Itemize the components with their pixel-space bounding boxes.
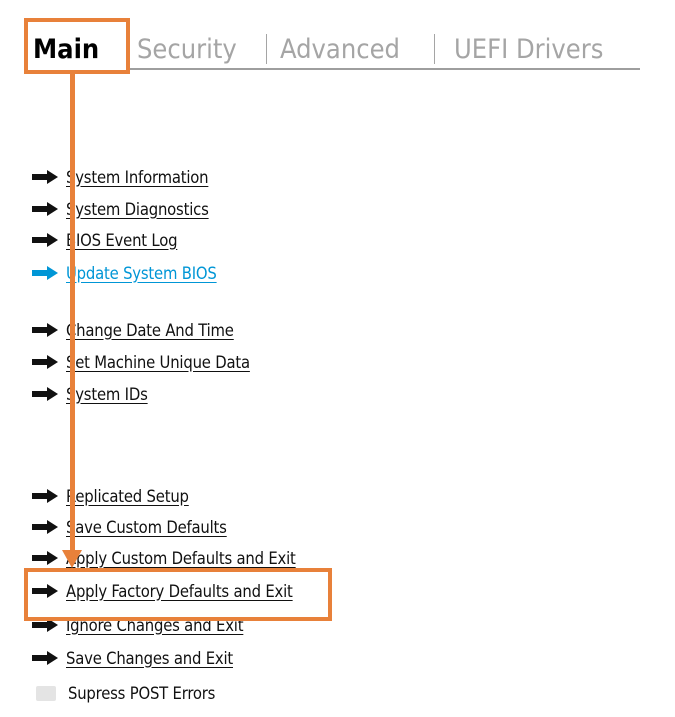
menu-item-system-diagnostics[interactable]: System Diagnostics [32, 198, 209, 220]
arrow-right-icon [32, 387, 58, 401]
arrow-right-icon [32, 520, 58, 534]
menu-item-label: Update System BIOS [66, 263, 217, 283]
annotation-connector-line [70, 70, 75, 552]
arrow-right-icon [32, 584, 58, 598]
arrow-right-icon [32, 323, 58, 337]
arrow-right-icon [32, 618, 58, 632]
menu-item-replicated-setup[interactable]: Replicated Setup [32, 485, 189, 507]
tab-separator [266, 34, 267, 64]
tab-advanced[interactable]: Advanced [280, 34, 400, 65]
menu-item-label: Change Date And Time [66, 320, 234, 340]
menu-item-label: Save Changes and Exit [66, 648, 233, 668]
supress-post-errors-row[interactable]: Supress POST Errors [36, 684, 215, 703]
menu-item-save-changes-and-exit[interactable]: Save Changes and Exit [32, 647, 233, 669]
arrow-right-icon [32, 551, 58, 565]
arrow-right-icon [32, 233, 58, 247]
menu-item-system-ids[interactable]: System IDs [32, 383, 148, 405]
tab-security[interactable]: Security [137, 34, 237, 65]
menu-item-label: System Information [66, 167, 209, 187]
tab-main[interactable]: Main [33, 34, 100, 65]
supress-post-errors-checkbox[interactable] [36, 686, 56, 701]
tab-bar: Main Security Advanced UEFI Drivers [0, 0, 675, 80]
arrow-right-icon [32, 651, 58, 665]
menu-item-label: Replicated Setup [66, 486, 189, 506]
menu-item-label: Set Machine Unique Data [66, 352, 250, 372]
menu-item-label: Apply Custom Defaults and Exit [66, 548, 296, 568]
tab-separator [434, 34, 435, 64]
menu-item-set-machine-unique-data[interactable]: Set Machine Unique Data [32, 351, 250, 373]
tab-uefi-drivers[interactable]: UEFI Drivers [454, 34, 604, 65]
menu-item-label: Ignore Changes and Exit [66, 615, 244, 635]
menu-item-label: BIOS Event Log [66, 230, 178, 250]
menu-item-label: System Diagnostics [66, 199, 209, 219]
menu-item-apply-custom-defaults-and-exit[interactable]: Apply Custom Defaults and Exit [32, 547, 296, 569]
menu-item-bios-event-log[interactable]: BIOS Event Log [32, 229, 178, 251]
arrow-right-icon [32, 170, 58, 184]
menu-item-label: System IDs [66, 384, 148, 404]
supress-post-errors-label: Supress POST Errors [68, 684, 216, 703]
menu-item-update-system-bios[interactable]: Update System BIOS [32, 262, 217, 284]
arrow-right-icon [32, 489, 58, 503]
menu-item-system-information[interactable]: System Information [32, 166, 209, 188]
arrow-right-icon [32, 202, 58, 216]
menu-item-label: Apply Factory Defaults and Exit [66, 581, 293, 601]
menu-item-apply-factory-defaults-and-exit[interactable]: Apply Factory Defaults and Exit [32, 580, 293, 602]
menu-item-change-date-and-time[interactable]: Change Date And Time [32, 319, 234, 341]
tab-underline [128, 68, 640, 70]
arrow-right-icon [32, 355, 58, 369]
menu-item-label: Save Custom Defaults [66, 517, 227, 537]
menu-item-ignore-changes-and-exit[interactable]: Ignore Changes and Exit [32, 614, 244, 636]
menu-item-save-custom-defaults[interactable]: Save Custom Defaults [32, 516, 227, 538]
arrow-right-icon [32, 266, 58, 280]
